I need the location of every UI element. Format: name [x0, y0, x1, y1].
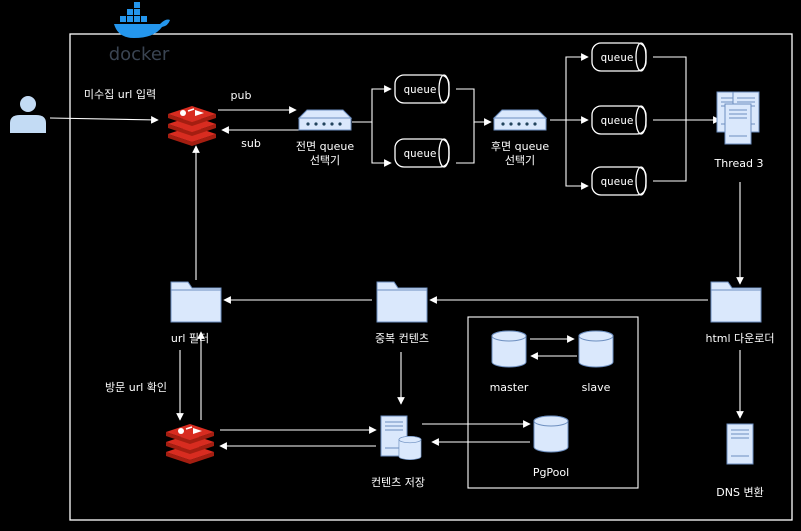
thread-server-icon: [716, 91, 760, 145]
dns-server-icon: [726, 423, 754, 465]
arrow-front-to-queue-2: [371, 122, 392, 167]
label-duplicate-content: 중복 컨텐츠: [375, 332, 429, 345]
label-front-selector-line2: 선택기: [310, 154, 340, 167]
arrow-back-to-queue-a: [565, 53, 589, 120]
label-back-selector-line1: 후면 queue: [491, 140, 549, 153]
label-dns: DNS 변환: [716, 486, 763, 499]
front-queue-selector-icon: [298, 109, 352, 131]
label-master: master: [490, 381, 529, 394]
label-back-queue-b: queue: [600, 114, 633, 127]
label-input: 미수집 url 입력: [84, 88, 156, 101]
label-front-queue-1: queue: [403, 83, 436, 96]
label-pgpool: PgPool: [533, 466, 569, 479]
label-slave: slave: [582, 381, 611, 394]
label-content-store: 컨텐츠 저장: [371, 476, 425, 489]
arrow-back-to-queue-c: [565, 120, 589, 190]
back-queue-selector-icon: [493, 109, 547, 131]
label-pub: pub: [231, 89, 252, 102]
label-url-filter: url 필터: [171, 332, 209, 345]
master-db-icon: [491, 330, 527, 368]
label-html-downloader: html 다운로더: [705, 332, 774, 345]
docker-logo: [114, 2, 170, 38]
label-front-selector-line1: 전면 queue: [296, 140, 354, 153]
docker-logo-text: docker: [109, 44, 170, 65]
label-back-queue-a: queue: [600, 51, 633, 64]
html-downloader-folder-icon: [710, 281, 762, 323]
arrow-user-to-redis: [49, 116, 159, 124]
label-visited-check: 방문 url 확인: [105, 381, 167, 394]
database-cluster-box: [467, 316, 639, 489]
arrow-queue-2-to-back: [456, 122, 475, 164]
redis-visited-icon: [165, 423, 215, 465]
user-icon: [10, 96, 46, 133]
label-sub: sub: [241, 137, 261, 150]
arrow-queue-1-to-back: [456, 88, 492, 126]
arrow-queue-c-to-thread: [653, 120, 687, 182]
duplicate-content-folder-icon: [376, 281, 428, 323]
docker-container-frame: [69, 33, 793, 521]
label-back-selector-line2: 선택기: [505, 154, 535, 167]
arrow-queue-a-to-thread: [653, 56, 687, 120]
label-front-queue-2: queue: [403, 147, 436, 160]
content-store-icon: [380, 415, 422, 461]
connections: [49, 53, 744, 450]
url-filter-folder-icon: [170, 281, 222, 323]
slave-db-icon: [578, 330, 614, 368]
pgpool-db-icon: [533, 415, 569, 453]
label-thread: Thread 3: [714, 157, 764, 170]
label-back-queue-c: queue: [600, 175, 633, 188]
redis-queue-icon: [167, 105, 217, 147]
arrow-front-to-queue-1: [352, 85, 392, 123]
